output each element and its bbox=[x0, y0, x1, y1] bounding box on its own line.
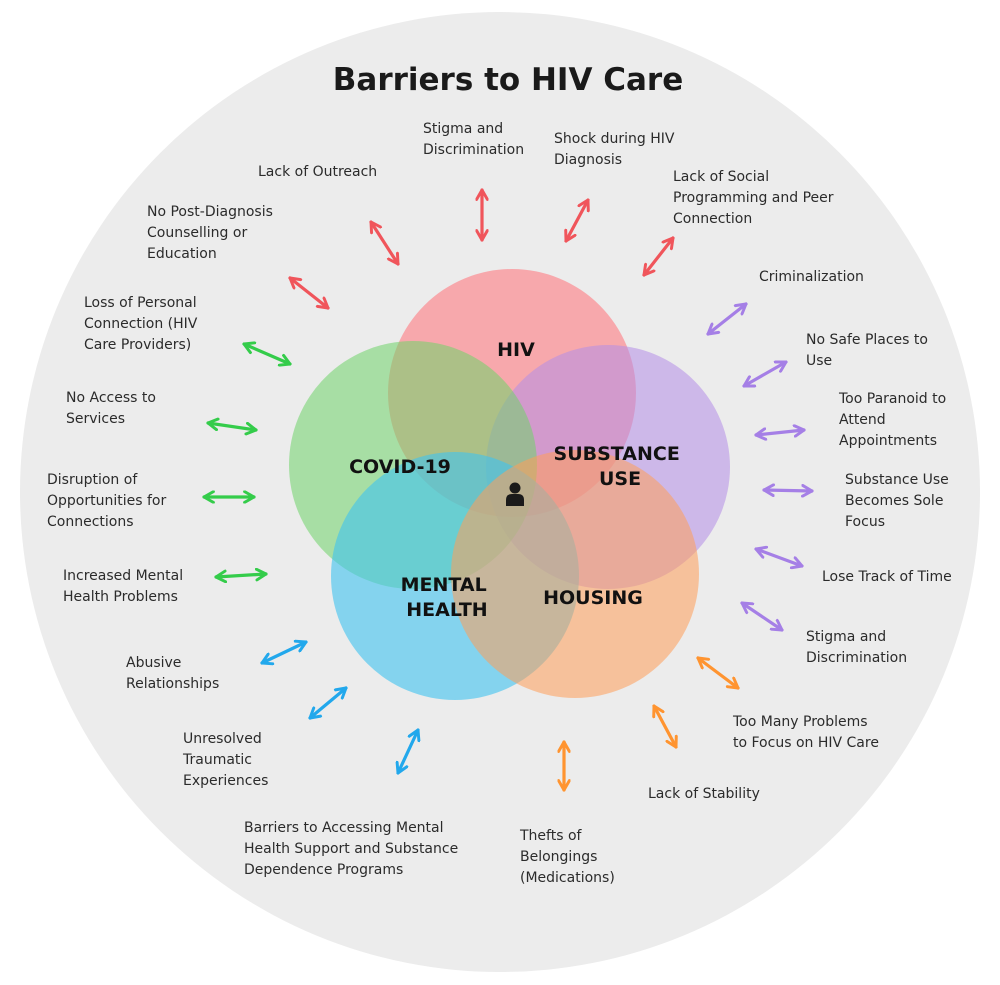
double-arrow-icon bbox=[214, 574, 268, 577]
label-housing: HOUSING bbox=[543, 587, 643, 609]
arrows bbox=[202, 188, 814, 792]
double-arrow-icon bbox=[642, 236, 675, 277]
circle-labels: HIV SUBSTANCE USE COVID-19 MENTAL HEALTH… bbox=[349, 339, 687, 621]
label-mental-health: MENTAL HEALTH bbox=[401, 574, 494, 621]
barrier-label: Substance Use Becomes Sole Focus bbox=[845, 472, 949, 530]
double-arrow-icon bbox=[308, 686, 348, 720]
barrier-label: Loss of Personal Connection (HIV Care Pr… bbox=[84, 295, 198, 353]
double-arrow-icon bbox=[288, 276, 330, 310]
barrier-label: Disruption of Opportunities for Connecti… bbox=[47, 472, 167, 530]
double-arrow-icon bbox=[754, 549, 804, 566]
barrier-label: Increased Mental Health Problems bbox=[63, 568, 184, 605]
barrier-label: Barriers to Accessing Mental Health Supp… bbox=[244, 820, 459, 878]
barrier-label: Stigma and Discrimination bbox=[423, 121, 525, 158]
circle-housing bbox=[451, 450, 699, 698]
barrier-label: Shock during HIV Diagnosis bbox=[554, 131, 675, 168]
label-substance-use: SUBSTANCE USE bbox=[554, 443, 687, 490]
barrier-label: Abusive Relationships bbox=[126, 655, 220, 692]
double-arrow-icon bbox=[369, 220, 400, 266]
barrier-label: No Access to Services bbox=[66, 390, 156, 427]
double-arrow-icon bbox=[740, 601, 784, 632]
double-arrow-icon bbox=[566, 198, 588, 243]
diagram-title: Barriers to HIV Care bbox=[333, 62, 683, 98]
barrier-label: No Post-Diagnosis Counselling or Educati… bbox=[147, 204, 273, 262]
barrier-label: Unresolved Traumatic Experiences bbox=[183, 731, 269, 789]
double-arrow-icon bbox=[696, 656, 740, 690]
double-arrow-icon bbox=[242, 344, 292, 364]
person-icon bbox=[506, 482, 524, 506]
barrier-label: Lack of Outreach bbox=[258, 164, 378, 180]
double-arrow-icon bbox=[754, 430, 806, 435]
label-hiv: HIV bbox=[497, 339, 535, 361]
venn-diagram bbox=[289, 269, 730, 700]
barrier-label: Thefts of Belongings (Medications) bbox=[520, 828, 615, 886]
barrier-label: Too Paranoid to Attend Appointments bbox=[839, 391, 947, 449]
double-arrow-icon bbox=[742, 360, 788, 388]
barrier-label: Lose Track of Time bbox=[822, 569, 952, 585]
double-arrow-icon bbox=[762, 490, 814, 491]
barrier-label: Too Many Problems to Focus on HIV Care bbox=[733, 714, 879, 751]
label-covid-19: COVID-19 bbox=[349, 456, 451, 478]
double-arrow-icon bbox=[206, 423, 258, 430]
double-arrow-icon bbox=[260, 642, 308, 663]
barrier-label: Stigma and Discrimination bbox=[806, 629, 908, 666]
barrier-label: Criminalization bbox=[759, 269, 864, 285]
barrier-label: No Safe Places to Use bbox=[806, 332, 928, 369]
barrier-label: Lack of Stability bbox=[648, 786, 760, 802]
double-arrow-icon bbox=[706, 302, 748, 336]
barrier-label: Lack of Social Programming and Peer Conn… bbox=[673, 169, 834, 227]
double-arrow-icon bbox=[398, 728, 418, 775]
double-arrow-icon bbox=[654, 704, 676, 749]
